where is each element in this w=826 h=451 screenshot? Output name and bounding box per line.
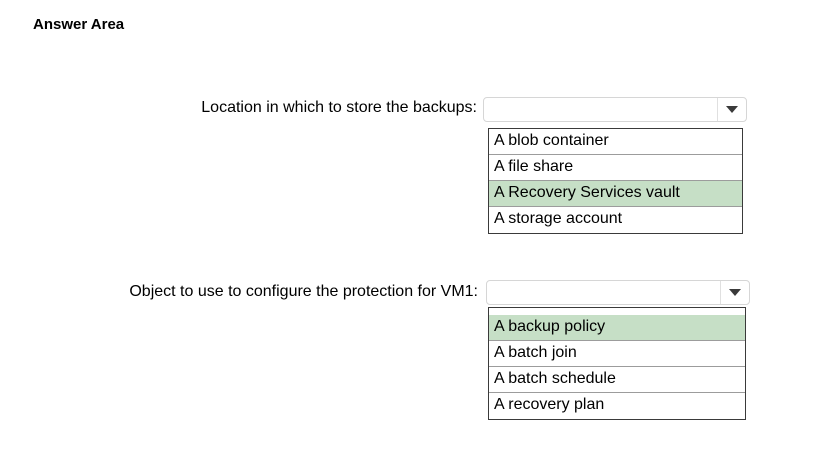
question-2-label: Object to use to configure the protectio… <box>129 283 478 300</box>
caret-down-icon <box>729 289 741 296</box>
question-2-option-batch-schedule[interactable]: A batch schedule <box>489 367 745 393</box>
question-2-option-batch-join[interactable]: A batch join <box>489 341 745 367</box>
question-2-dropdown-toggle[interactable] <box>720 281 749 304</box>
question-2-option-recovery-plan[interactable]: A recovery plan <box>494 396 605 413</box>
question-2-option-backup-policy[interactable]: A backup policy <box>489 315 745 341</box>
caret-down-icon <box>726 106 738 113</box>
question-1-option-storage-account[interactable]: A storage account <box>494 210 623 227</box>
question-1-dropdown[interactable] <box>483 97 747 122</box>
question-2-options-list: A backup policy A batch join A batch sch… <box>488 307 746 420</box>
answer-area-heading: Answer Area <box>33 16 125 33</box>
question-2-dropdown[interactable] <box>486 280 750 305</box>
question-1-dropdown-toggle[interactable] <box>717 98 746 121</box>
question-1-option-blob-container[interactable]: A blob container <box>489 129 742 155</box>
question-1-option-file-share[interactable]: A file share <box>489 155 742 181</box>
question-1-option-recovery-services-vault[interactable]: A Recovery Services vault <box>489 181 742 207</box>
question-1-label: Location in which to store the backups: <box>201 99 477 116</box>
question-1-options-list: A blob container A file share A Recovery… <box>488 128 743 234</box>
